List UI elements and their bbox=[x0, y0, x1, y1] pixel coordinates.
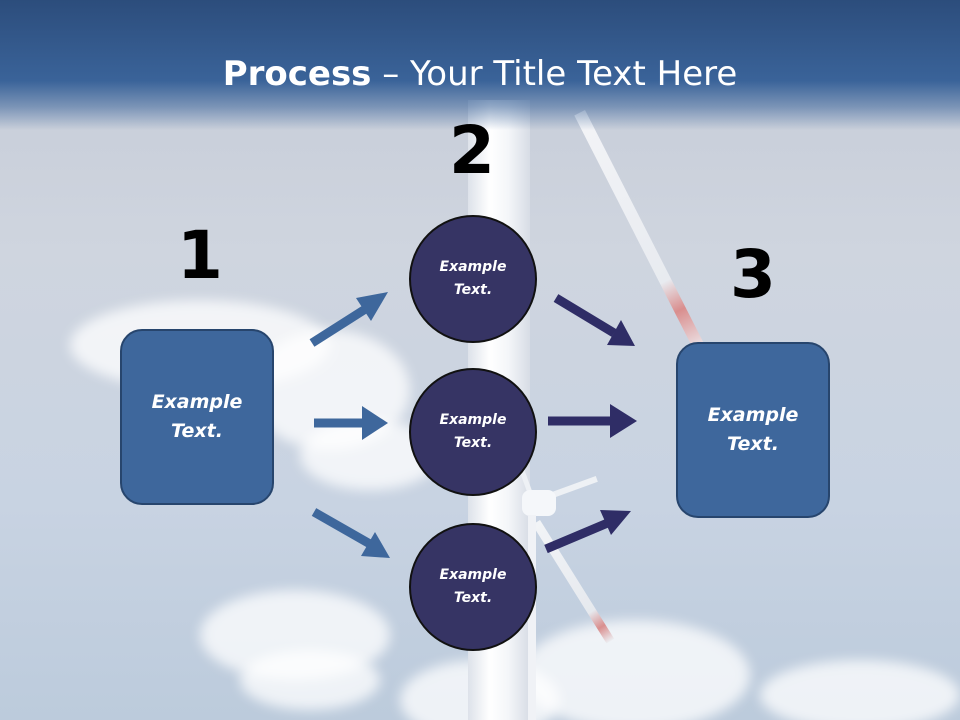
arrow-1-to-middle bbox=[314, 406, 388, 440]
arrow-1-to-top bbox=[309, 292, 388, 347]
step-2-circle-middle: Example Text. bbox=[409, 368, 537, 496]
arrow-top-to-3 bbox=[553, 294, 635, 346]
arrow-1-to-bottom bbox=[311, 508, 390, 558]
title-rest: – Your Title Text Here bbox=[371, 54, 738, 94]
circle-middle-text: Example Text. bbox=[439, 412, 507, 451]
arrow-bottom-to-3 bbox=[544, 510, 631, 554]
step-number-3: 3 bbox=[730, 236, 776, 313]
step-number-2: 2 bbox=[449, 112, 495, 189]
slide-title: Process – Your Title Text Here bbox=[0, 52, 960, 96]
circle-bottom-text: Example Text. bbox=[439, 567, 507, 606]
title-bold: Process bbox=[222, 54, 372, 94]
step-1-text: Example Text. bbox=[151, 391, 243, 442]
distant-turbine-tower bbox=[528, 515, 536, 720]
step-2-circle-top: Example Text. bbox=[409, 215, 537, 343]
step-number-1: 1 bbox=[177, 217, 223, 294]
title-bar bbox=[0, 0, 960, 130]
step-2-circle-bottom: Example Text. bbox=[409, 523, 537, 651]
arrow-middle-to-3 bbox=[548, 404, 637, 438]
circle-top-text: Example Text. bbox=[439, 259, 507, 298]
step-3-box: Example Text. bbox=[676, 342, 830, 518]
turbine-hub bbox=[522, 490, 556, 516]
step-3-text: Example Text. bbox=[707, 404, 799, 455]
step-1-box: Example Text. bbox=[120, 329, 274, 505]
